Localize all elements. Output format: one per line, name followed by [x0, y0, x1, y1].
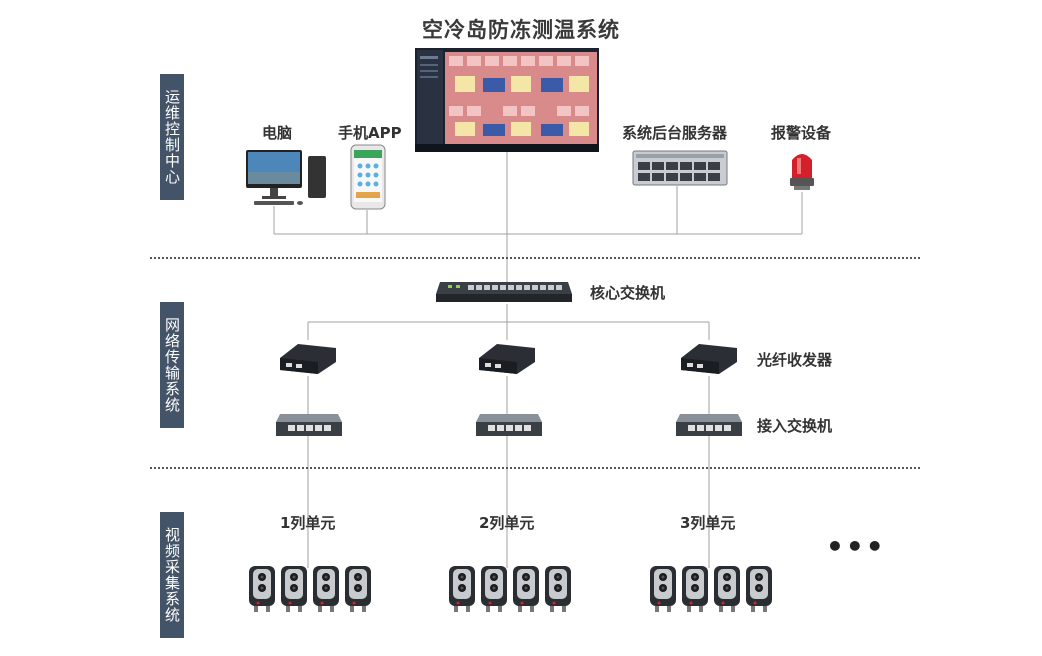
smartphone-icon — [350, 144, 386, 210]
thermal-camera-icons — [449, 566, 571, 612]
core-switch-label: 核心交换机 — [590, 284, 666, 302]
fiber-transceiver-icon — [477, 340, 537, 376]
monitor-dashboard — [415, 48, 599, 152]
server-icon — [632, 150, 728, 186]
alarm-light-icon — [788, 148, 816, 192]
fiber-transceiver-label: 光纤收发器 — [757, 351, 833, 369]
more-columns-ellipsis: ••• — [826, 530, 886, 563]
camera-group-3 — [649, 566, 773, 620]
sidebar-ops-center: 运维控制中心 — [160, 74, 184, 200]
column-label-2: 2列单元 — [479, 514, 535, 532]
thermal-camera-icons — [650, 566, 772, 612]
mobile-app-label: 手机APP — [338, 124, 402, 142]
fiber-transceiver-icon — [278, 340, 338, 376]
column-label-1: 1列单元 — [280, 514, 336, 532]
column-label-3: 3列单元 — [680, 514, 736, 532]
access-switch-icon — [474, 412, 544, 438]
server-label: 系统后台服务器 — [622, 124, 728, 142]
divider-network-video — [150, 467, 920, 469]
page-title: 空冷岛防冻测温系统 — [422, 18, 620, 42]
camera-group-2 — [448, 566, 572, 620]
access-switch-label: 接入交换机 — [757, 417, 833, 435]
fiber-transceiver-icon — [679, 340, 739, 376]
divider-ops-network — [150, 257, 920, 259]
pc-label: 电脑 — [262, 124, 293, 142]
access-switch-icon — [674, 412, 744, 438]
core-switch-icon — [434, 276, 574, 306]
computer-icon — [244, 146, 330, 210]
sidebar-network: 网络传输系统 — [160, 302, 184, 428]
alarm-label: 报警设备 — [771, 124, 832, 142]
access-switch-icon — [274, 412, 344, 438]
camera-group-1 — [248, 566, 372, 620]
sidebar-video: 视频采集系统 — [160, 512, 184, 638]
thermal-camera-icons — [249, 566, 371, 612]
